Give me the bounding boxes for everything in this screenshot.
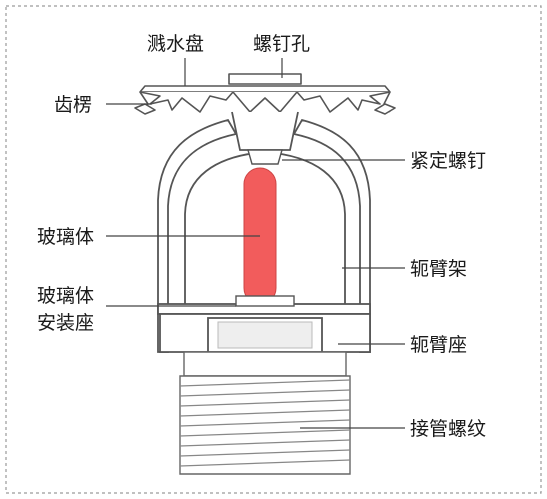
set-screw [247, 149, 283, 165]
screw-hole-block [228, 73, 302, 85]
dashed-border [5, 5, 542, 494]
bulb-seat [235, 295, 295, 307]
deflector [134, 73, 396, 115]
label-thread: 接管螺纹 [410, 418, 487, 440]
label-glass-bulb: 玻璃体 [37, 226, 95, 248]
label-frame-arm: 轭臂架 [410, 258, 468, 280]
label-bulb-seat-line1: 玻璃体 [37, 285, 95, 307]
thread-lines [179, 379, 351, 467]
label-screw-hole: 螺钉孔 [253, 33, 311, 55]
label-deflector: 溅水盘 [147, 33, 205, 55]
label-frame-base: 轭臂座 [410, 334, 468, 356]
thread [179, 351, 351, 475]
label-teeth: 齿楞 [54, 94, 93, 116]
frame-arm [157, 111, 371, 353]
leader-lines [106, 58, 405, 429]
label-bulb-seat-line2: 安装座 [37, 312, 95, 334]
label-set-screw: 紧定螺钉 [410, 150, 487, 172]
